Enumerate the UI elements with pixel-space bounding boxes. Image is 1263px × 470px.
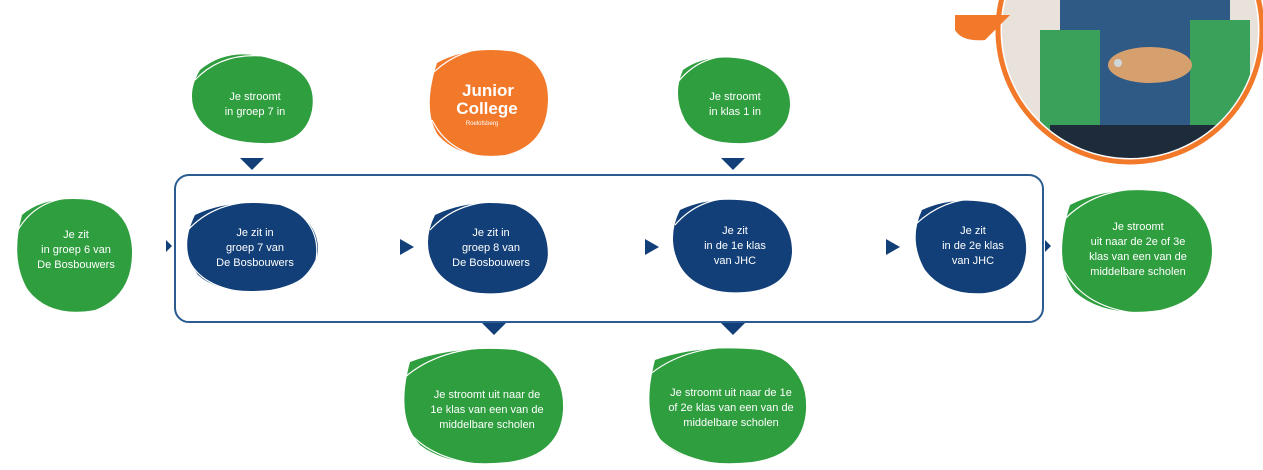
exit-arrow-groep8 bbox=[482, 323, 506, 335]
junior-college-logo bbox=[429, 47, 551, 159]
start-blob bbox=[17, 196, 135, 317]
step-blob-3 bbox=[672, 197, 794, 295]
step-blob-4 bbox=[915, 197, 1030, 296]
student-photo bbox=[955, 0, 1263, 165]
entry-label-groep7: Je stroomt in groep 7 in bbox=[224, 91, 286, 118]
exit-arrow-klas1 bbox=[721, 323, 745, 335]
arrow-step2-step3 bbox=[645, 239, 659, 255]
entry-blob-groep7 bbox=[191, 54, 317, 148]
arrow-step1-step2 bbox=[400, 239, 414, 255]
step-blob-2 bbox=[427, 200, 550, 297]
step-blob-1 bbox=[187, 200, 318, 294]
exit-right-label: Je stroomt uit naar de 2e of 3e klas van… bbox=[1089, 221, 1187, 278]
logo-line3: Roelofsberg bbox=[466, 121, 498, 127]
arrow-step3-step4 bbox=[886, 239, 900, 255]
start-label: Je zit in groep 6 van De Bosbouwers bbox=[37, 228, 115, 271]
logo-line2: College bbox=[456, 99, 517, 118]
entry-label-klas1: Je stroomt in klas 1 in bbox=[709, 91, 761, 118]
entry-blob-klas1 bbox=[677, 55, 793, 147]
arrow-start-step1 bbox=[166, 240, 172, 252]
exit-bottom-blob-1 bbox=[403, 346, 567, 467]
step-label-2: Je zit in groep 8 van De Bosbouwers bbox=[452, 226, 530, 269]
entry-arrow-klas1 bbox=[721, 158, 745, 170]
step-label-4: Je zit in de 2e klas van JHC bbox=[942, 224, 1004, 267]
step-label-3: Je zit in de 1e klas van JHC bbox=[704, 224, 766, 267]
arrow-step4-exit bbox=[1045, 240, 1051, 252]
logo-line1: Junior bbox=[462, 81, 514, 100]
exit-right-blob bbox=[1062, 188, 1215, 315]
exit-bottom-blob-2 bbox=[647, 345, 809, 467]
step-label-1: Je zit in groep 7 van De Bosbouwers bbox=[216, 226, 294, 269]
exit-bottom-label-2: Je stroomt uit naar de 1e of 2e klas van… bbox=[668, 386, 794, 429]
exit-bottom-label-1: Je stroomt uit naar de 1e klas van een v… bbox=[430, 388, 544, 431]
entry-arrow-groep7 bbox=[240, 158, 264, 170]
flow-frame bbox=[174, 174, 1044, 323]
